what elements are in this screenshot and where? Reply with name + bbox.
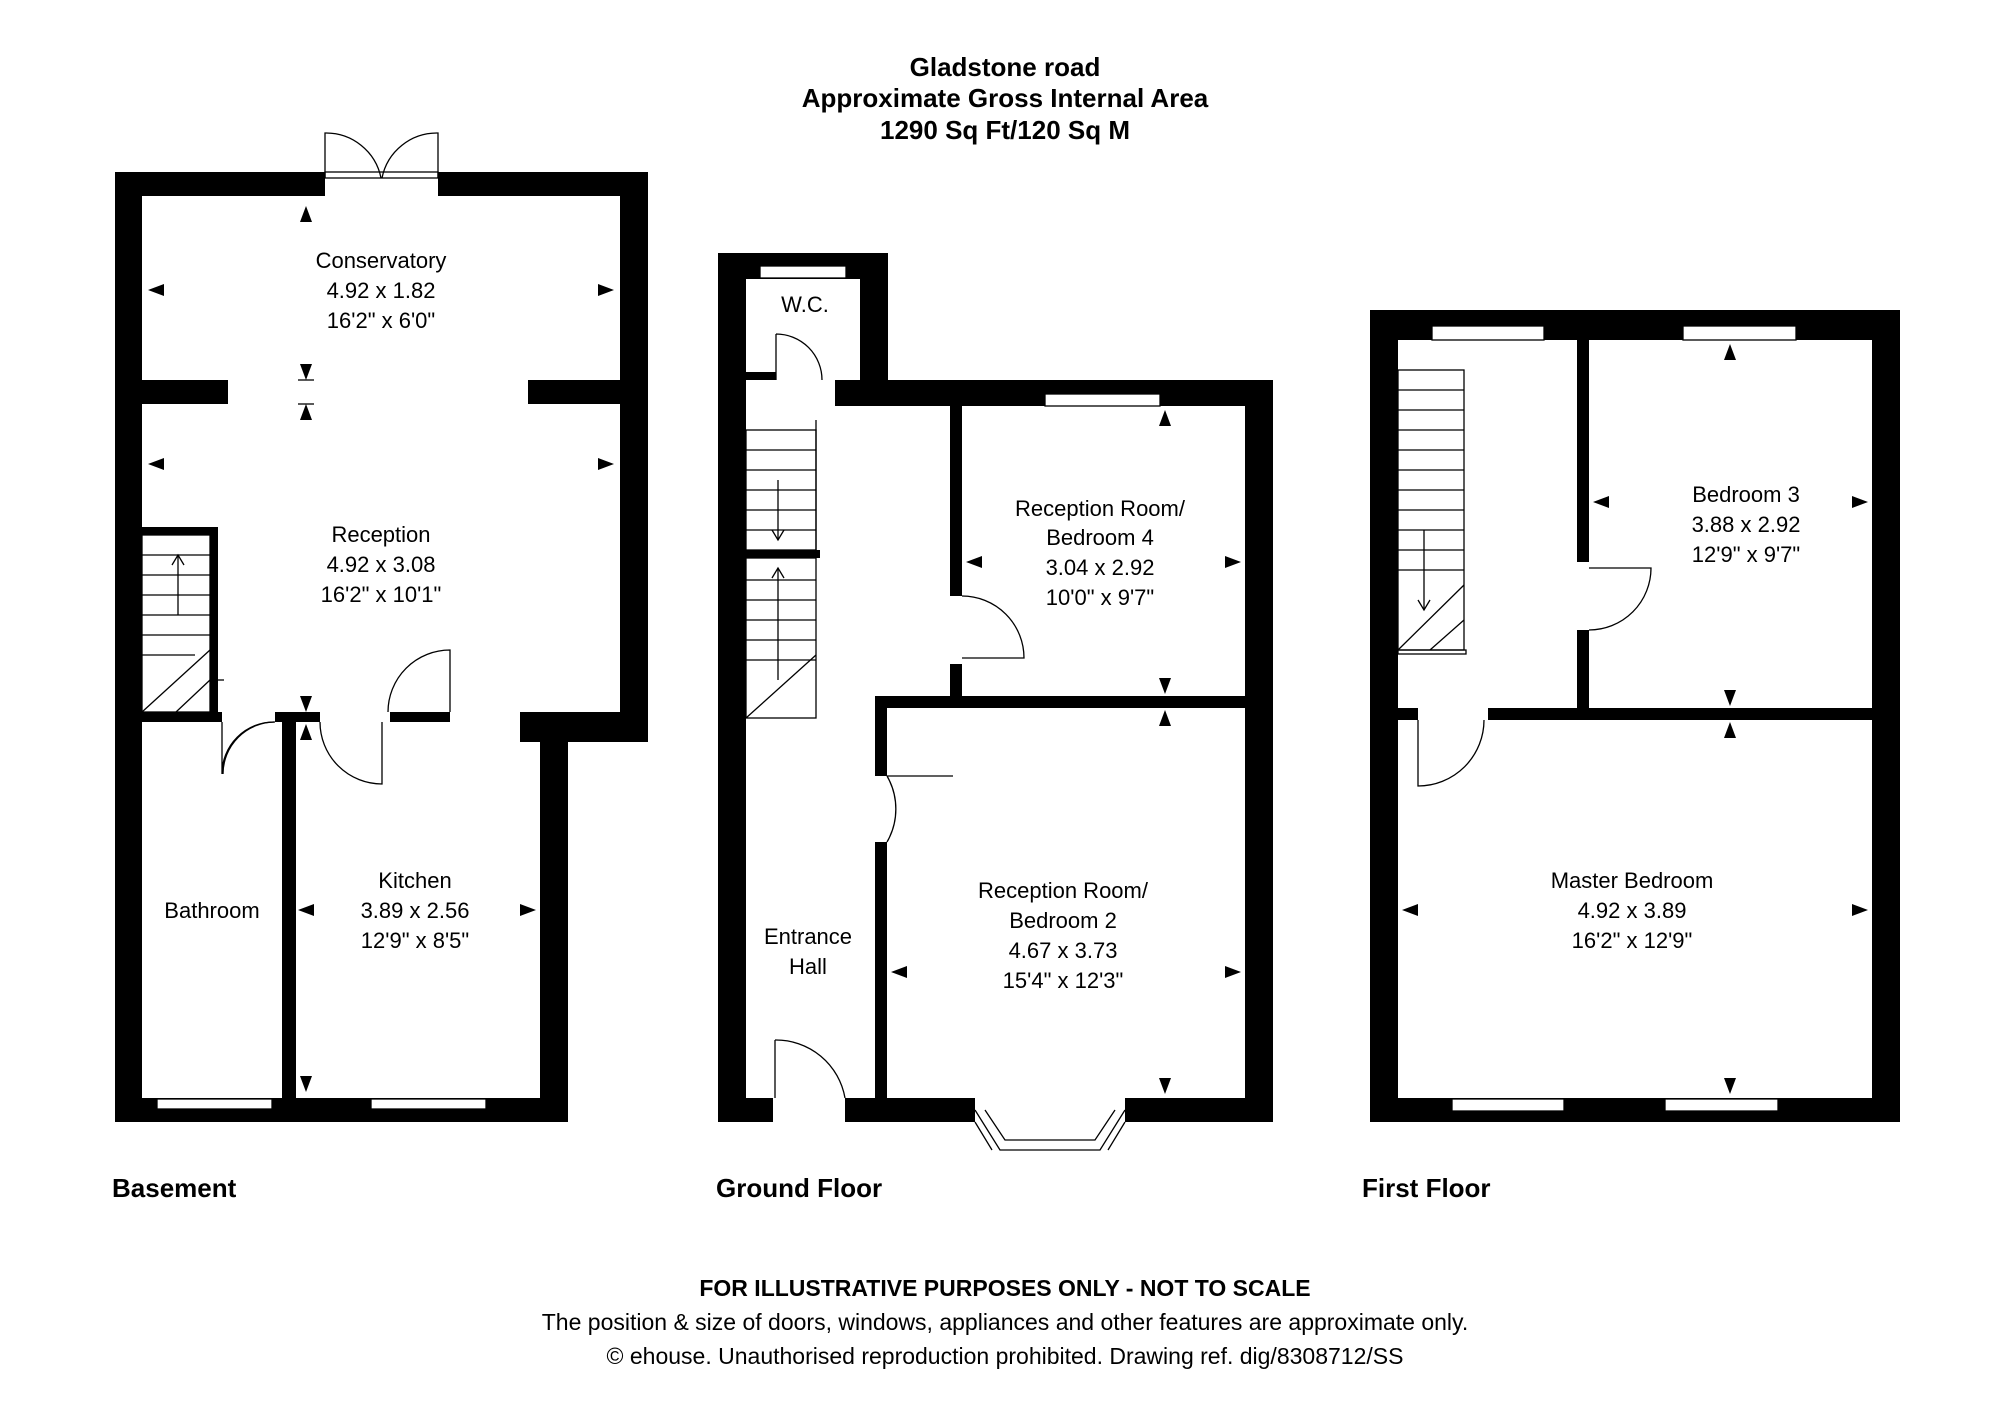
room-name: Reception [331,522,430,547]
room-name: Kitchen [378,868,451,893]
ground-floor-plan [718,253,1273,1151]
room-name: Entrance [764,924,852,949]
room-size-metric: 4.92 x 3.08 [327,552,436,577]
room-name-line2: Hall [789,954,827,979]
plan-title: Gladstone road [910,52,1101,82]
basement-plan [115,132,648,1122]
room-size-metric: 3.04 x 2.92 [1046,555,1155,580]
room-name: Master Bedroom [1551,868,1714,893]
floor-label-basement: Basement [112,1173,237,1203]
room-size-imperial: 16'2" x 6'0" [327,308,435,333]
room-name: Reception Room/ [1015,496,1186,521]
room-size-imperial: 15'4" x 12'3" [1003,968,1124,993]
floor-label-ground: Ground Floor [716,1173,882,1203]
plan-area: 1290 Sq Ft/120 Sq M [880,115,1130,145]
room-size-metric: 4.92 x 1.82 [327,278,436,303]
first-floor-plan [1370,310,1900,1122]
room-size-metric: 4.92 x 3.89 [1578,898,1687,923]
room-name-line2: Bedroom 2 [1009,908,1117,933]
room-size-imperial: 16'2" x 10'1" [321,582,442,607]
room-name: Reception Room/ [978,878,1149,903]
copyright-text: © ehouse. Unauthorised reproduction proh… [607,1343,1404,1369]
room-size-imperial: 12'9" x 9'7" [1692,542,1800,567]
disclaimer-heading: FOR ILLUSTRATIVE PURPOSES ONLY - NOT TO … [699,1275,1310,1301]
room-name: Bedroom 3 [1692,482,1800,507]
disclaimer-text: The position & size of doors, windows, a… [542,1309,1468,1335]
room-size-imperial: 16'2" x 12'9" [1572,928,1693,953]
room-name-line2: Bedroom 4 [1046,525,1154,550]
room-size-imperial: 12'9" x 8'5" [361,928,469,953]
plan-subtitle: Approximate Gross Internal Area [802,83,1209,113]
room-size-metric: 3.89 x 2.56 [361,898,470,923]
room-name: Conservatory [316,248,447,273]
room-size-metric: 4.67 x 3.73 [1009,938,1118,963]
room-size-imperial: 10'0" x 9'7" [1046,585,1154,610]
room-name: W.C. [781,292,829,317]
room-size-metric: 3.88 x 2.92 [1692,512,1801,537]
room-name: Bathroom [164,898,259,923]
floor-label-first: First Floor [1362,1173,1491,1203]
